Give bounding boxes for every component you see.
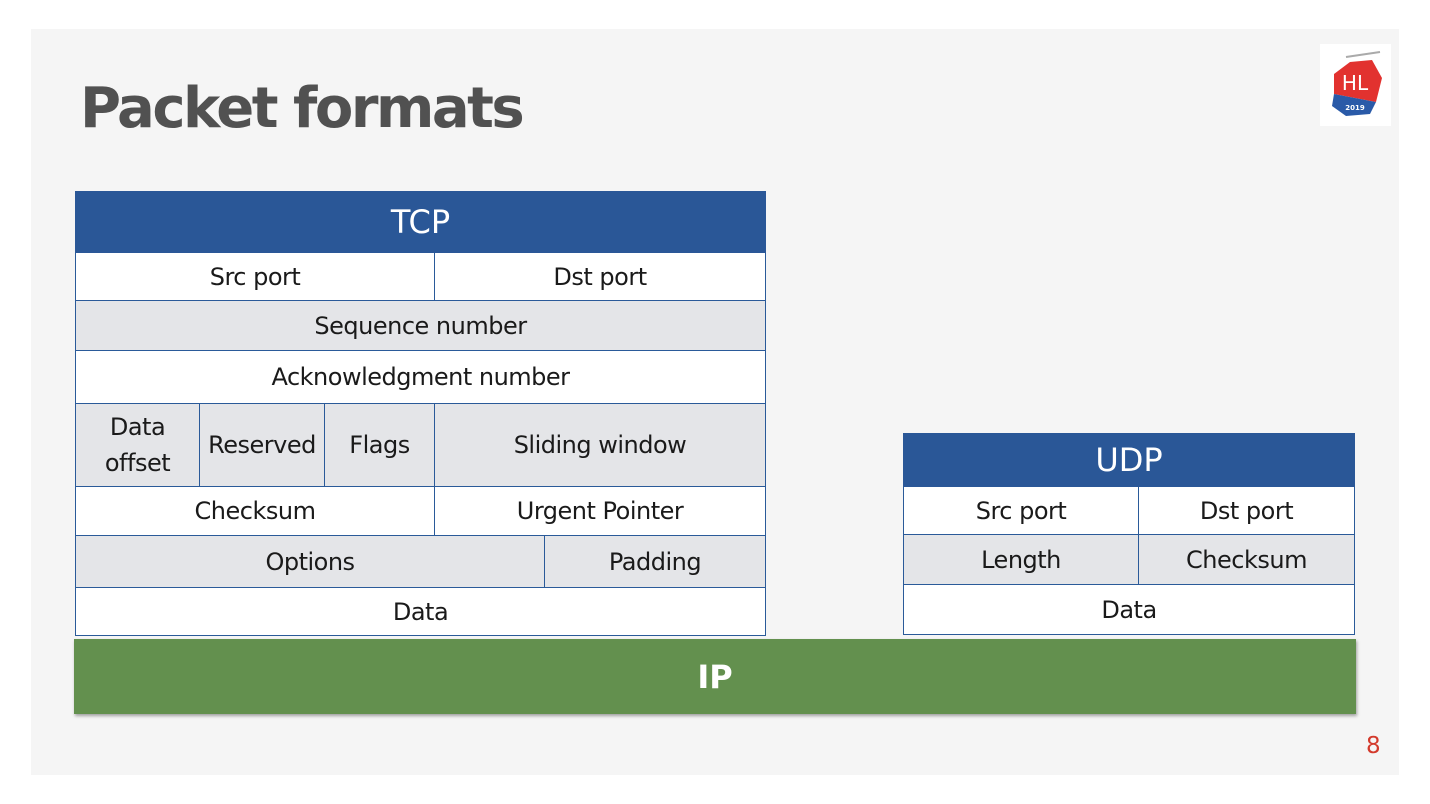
udp-src-port: Src port [903,486,1139,535]
udp-length: Length [903,534,1139,585]
tcp-dst-port: Dst port [434,252,766,301]
udp-title: UDP [902,433,1356,487]
tcp-padding: Padding [544,535,766,588]
page-number: 8 [1366,733,1381,759]
ip-label: IP [697,657,733,696]
tcp-header-table: TCP Src port Dst port Sequence number Ac… [75,191,766,636]
tcp-src-port: Src port [75,252,435,301]
tcp-reserved: Reserved [199,403,325,487]
ip-layer-bar: IP [74,639,1356,714]
tcp-data: Data [75,587,766,636]
slide-title: Packet formats [80,76,525,141]
udp-header-table: UDP Src port Dst port Length Checksum Da… [902,433,1356,635]
tcp-options: Options [75,535,545,588]
tcp-title: TCP [75,191,766,253]
logo-year: 2019 [1345,104,1365,112]
tcp-flags: Flags [324,403,435,487]
udp-checksum: Checksum [1137,534,1356,585]
tcp-sequence-number: Sequence number [75,300,766,351]
tcp-sliding-window: Sliding window [434,403,766,487]
tcp-checksum: Checksum [75,486,435,536]
hl-conference-logo-icon: HL 2019 [1320,44,1391,126]
tcp-data-offset: Data offset [75,403,200,487]
tcp-urgent-pointer: Urgent Pointer [434,486,766,536]
udp-data: Data [902,584,1356,635]
tcp-acknowledgment-number: Acknowledgment number [75,350,766,404]
udp-dst-port: Dst port [1137,486,1356,535]
logo-text: HL [1342,71,1369,95]
